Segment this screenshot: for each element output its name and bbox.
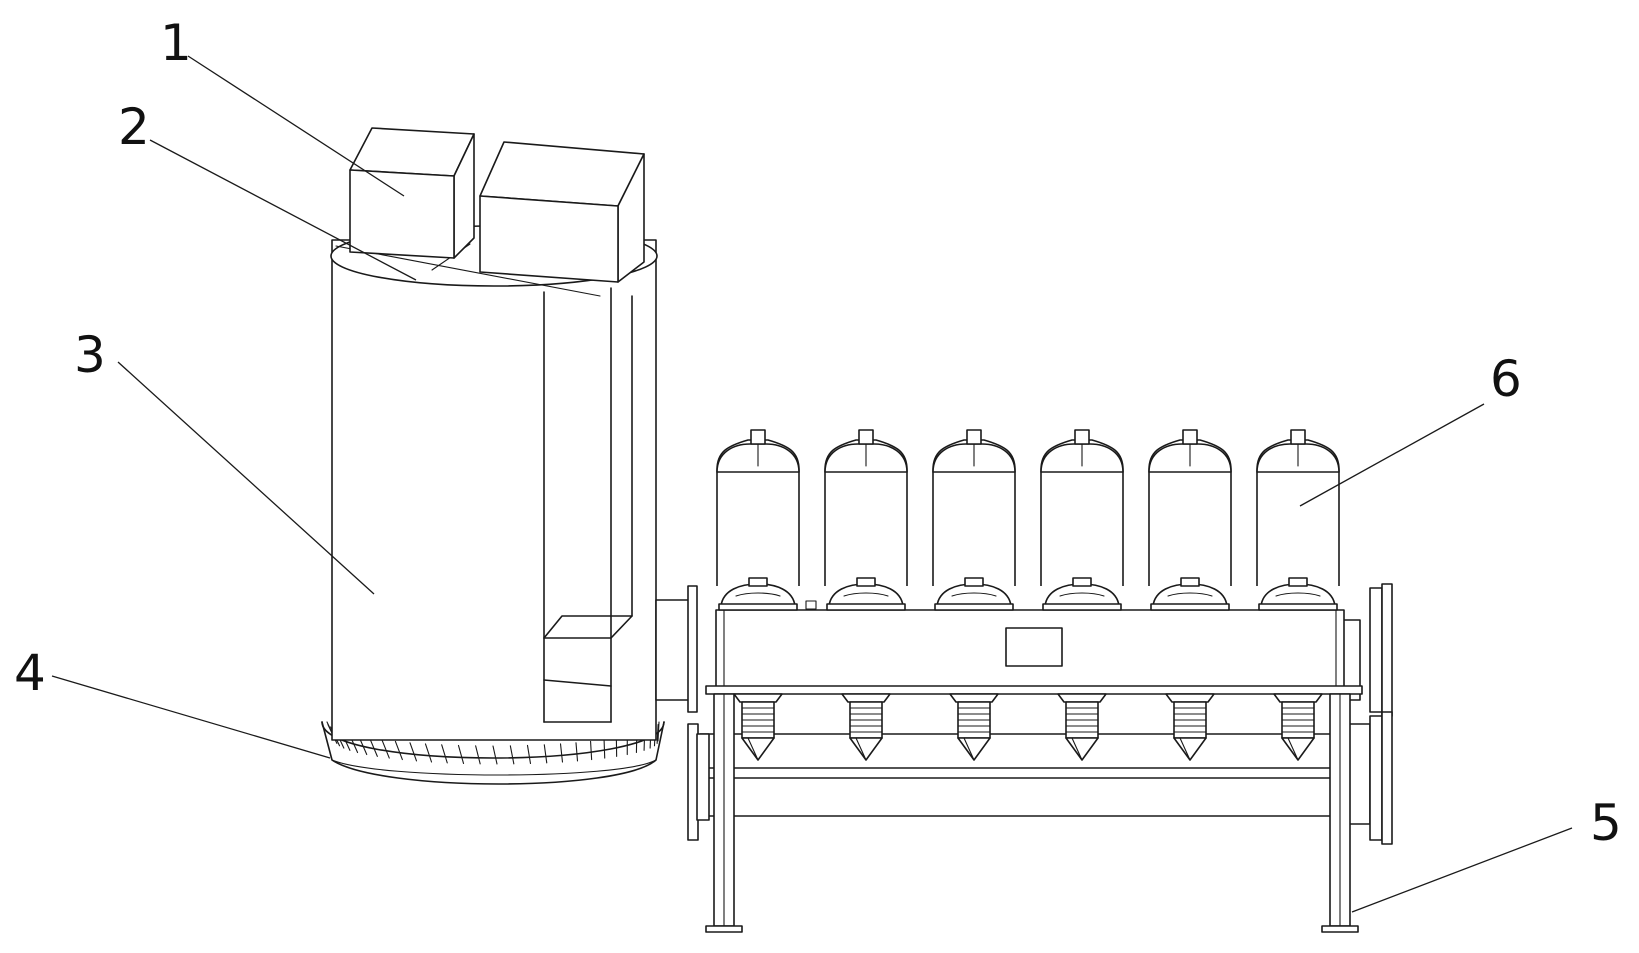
callout-1: 1 [160,14,192,72]
control-panel [1005,627,1063,667]
filter-unit [716,429,800,761]
leader-2 [149,139,417,281]
leader-lines [51,55,1573,913]
side-duct [543,287,633,723]
leader-6 [1299,403,1485,507]
leader-5 [1351,827,1573,913]
lower-pipe-2 [699,777,1345,817]
large-box [479,141,645,283]
inlet-pipe [655,585,698,713]
callout-2: 2 [118,98,150,156]
callout-labels: 1 2 3 4 5 6 [14,14,1622,852]
callout-5: 5 [1590,794,1622,852]
filter-units [716,429,1340,761]
left-leg [705,693,743,933]
filter-frame [687,429,1393,933]
filter-unit [1256,429,1340,761]
small-box [349,127,475,259]
filter-unit [932,429,1016,761]
callout-6: 6 [1490,350,1522,408]
callout-3: 3 [74,326,106,384]
support-plate [705,685,1363,695]
leader-1 [187,55,405,197]
filter-unit [1040,429,1124,761]
tank-body [331,239,657,741]
tank [321,127,665,785]
filter-unit [824,429,908,761]
filter-unit [1148,429,1232,761]
leader-4 [51,675,331,759]
lower-pipe-1 [699,733,1345,769]
leader-3 [117,361,375,595]
callout-4: 4 [14,644,46,702]
right-leg [1321,693,1359,933]
